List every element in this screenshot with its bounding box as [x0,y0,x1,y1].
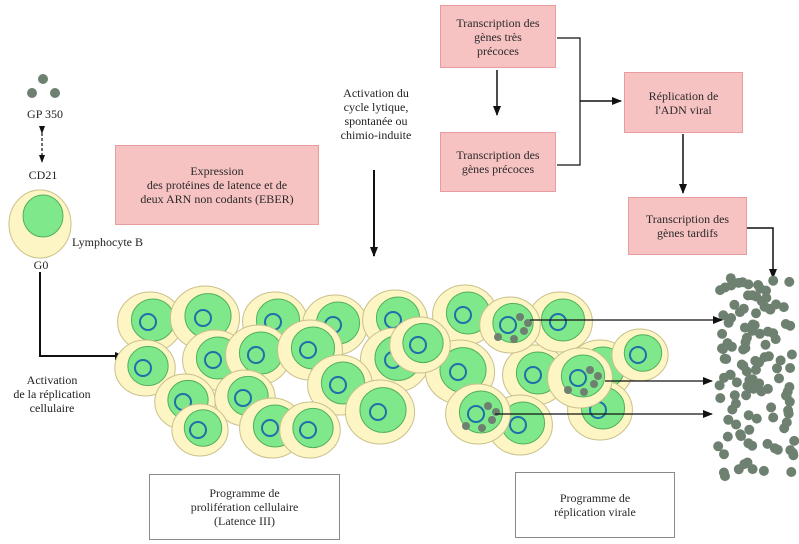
virion [488,416,496,424]
virion [783,387,793,397]
cell [280,402,340,458]
virion [768,328,778,338]
replication-adn-box: Réplication de l'ADN viral [624,72,743,133]
virion [715,380,725,390]
bracket-to-replication [557,38,580,165]
virion [721,354,731,364]
virion [492,408,500,416]
virion [768,276,778,286]
activation-replication-arrow [40,272,124,356]
virion [751,365,761,375]
virion [743,279,753,289]
lymphocyte-label: Lymphocyte B [72,235,162,249]
virion [740,323,750,333]
virion [781,319,791,329]
virion [715,393,725,403]
lymphocyte-b-cell [9,190,71,258]
virion [462,422,470,430]
virion [723,338,733,348]
virion [760,302,770,312]
virion [784,277,794,287]
virion [726,313,736,323]
released-virions [713,273,799,481]
virion [726,273,736,283]
virion [779,423,789,433]
virion [755,329,765,339]
virion [586,366,594,374]
virion [484,402,492,410]
activation-replication-label: Activation de la réplication cellulaire [2,373,102,415]
virion [736,431,746,441]
virion [742,333,752,343]
infected-cell-cluster [115,285,668,458]
virion [713,441,723,451]
virion [719,468,729,478]
virion [580,388,588,396]
virion [754,378,764,388]
cell [390,317,450,373]
virion [786,467,796,477]
virion [768,413,778,423]
virion [594,372,602,380]
virion [730,390,740,400]
virion [761,286,771,296]
virion [743,458,753,468]
virion [564,386,572,394]
virion [737,360,747,370]
virion [766,402,776,412]
activation-lytic-label: Activation du cycle lytique, spontanée o… [326,86,426,142]
cell [612,329,668,381]
virion [759,466,769,476]
virion [760,352,770,362]
transcription-precoces-box: Transcription des gènes précoces [440,132,556,192]
virion [789,436,799,446]
virion [520,327,528,335]
virion [732,377,742,387]
virion [776,355,786,365]
transcription-tres-precoces-box: Transcription des gènes très précoces [440,5,556,68]
virion [478,424,486,432]
virion [751,308,761,318]
virion [784,409,794,419]
gp350-virions [27,74,60,98]
virion [779,302,789,312]
cell [480,297,540,353]
virion [510,335,518,343]
virion [723,432,733,442]
cell [548,348,613,408]
virion [744,425,754,435]
virion [743,438,753,448]
virion [770,443,780,453]
cd21-label: CD21 [20,168,66,182]
virion [785,397,795,407]
arrow-tardifs-to-virions [747,228,773,278]
virion [717,329,727,339]
virion [723,415,733,425]
transcription-tardifs-box: Transcription des gènes tardifs [628,197,747,255]
cell [345,380,414,444]
virion [752,414,762,424]
virion [761,340,771,350]
virion [788,448,798,458]
virion [725,370,735,380]
expression-box: Expression des protéines de latence et d… [115,145,319,225]
virion [751,292,761,302]
programme-proliferation-box: Programme de prolifération cellulaire (L… [149,474,340,540]
gp350-label: GP 350 [22,107,68,121]
virion [729,300,739,310]
virion [785,363,795,373]
virion [787,350,797,360]
virion [516,313,524,321]
g0-label: G0 [26,258,56,272]
virion [494,333,502,341]
cell [172,404,228,456]
virion [774,373,784,383]
virion [715,285,725,295]
virion [739,304,749,314]
virion [590,380,598,388]
programme-replication-box: Programme de réplication virale [515,472,675,538]
virion [744,375,754,385]
